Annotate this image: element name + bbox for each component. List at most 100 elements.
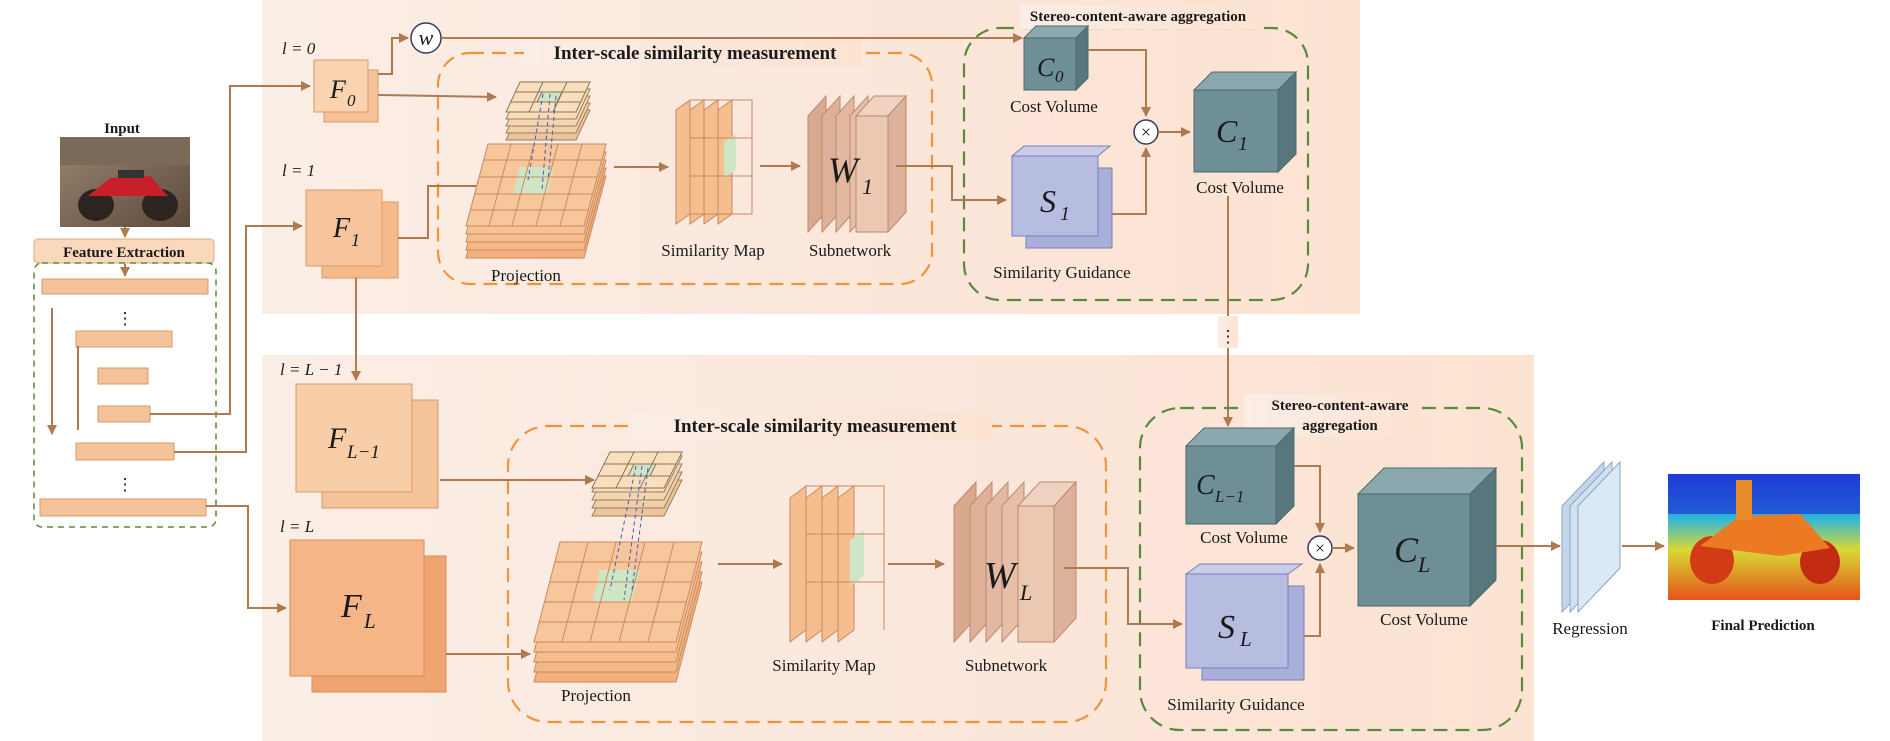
fe-layer-3 (97, 367, 149, 385)
bottom-multiply-symbol: × (1315, 538, 1325, 558)
middle-dots-bg (1218, 316, 1238, 348)
fe-layer-5 (75, 442, 175, 461)
top-aggregation-title-bg (1020, 5, 1256, 29)
top-cost-volume-C0: C 0 (1022, 24, 1090, 92)
svg-text:F: F (329, 75, 347, 104)
top-cost-volume-C0-label: Cost Volume (1010, 97, 1098, 116)
top-projection-grid (465, 93, 607, 259)
svg-text:C: C (1196, 470, 1215, 501)
feature-FL1: F L−1 (295, 383, 439, 509)
arrow-F1-to-projection (398, 181, 487, 239)
input-image (60, 137, 190, 227)
bottom-cost-volume-CL-label: Cost Volume (1380, 610, 1468, 629)
svg-text:1: 1 (351, 230, 360, 250)
bottom-aggregation-title-line2: aggregation (1302, 418, 1378, 434)
arrow-fe-to-FL (206, 505, 287, 613)
svg-text:F: F (340, 588, 363, 625)
svg-text:C: C (1394, 530, 1419, 570)
final-prediction-image (1668, 474, 1860, 600)
level-label-1: l = 1 (282, 161, 315, 180)
top-inter-scale-title-bg (524, 40, 862, 66)
svg-text:S: S (1040, 183, 1056, 219)
level-label-L1: l = L − 1 (280, 360, 342, 379)
arrow-S1-to-multiply (1112, 147, 1151, 215)
arrow-F0-to-top-grid (377, 91, 497, 102)
feature-extraction-container (33, 262, 217, 528)
bottom-subnetwork-WL: W L (953, 480, 1078, 644)
svg-text:0: 0 (347, 91, 356, 110)
arrow-C0-to-multiply (1088, 49, 1151, 117)
bottom-inter-scale-title: Inter-scale similarity measurement (674, 416, 957, 437)
fe-dots-2: ⋮ (117, 475, 134, 494)
level-label-L: l = L (280, 517, 314, 536)
svg-text:C: C (1216, 113, 1238, 149)
arrow-CL1-to-multiply (1294, 465, 1325, 533)
feature-F0: F 0 (313, 59, 379, 123)
bottom-similarity-map-label: Similarity Map (772, 656, 875, 675)
svg-text:F: F (327, 422, 347, 455)
middle-dots: ⋮ (1220, 327, 1237, 346)
fe-layer-1 (41, 278, 209, 295)
top-aggregation-title: Stereo-content-aware aggregation (1030, 9, 1247, 25)
arrow-fe-to-F1 (174, 221, 303, 453)
top-multiply-symbol: × (1141, 122, 1151, 142)
top-projection-label: Projection (491, 266, 561, 285)
svg-text:W: W (984, 555, 1019, 597)
top-inter-scale-box (436, 51, 934, 286)
top-cost-volume-C1-label: Cost Volume (1196, 178, 1284, 197)
svg-text:L: L (1417, 552, 1430, 577)
bottom-cost-volume-CL1: C L−1 (1184, 426, 1296, 526)
level-label-0: l = 0 (282, 39, 316, 58)
svg-text:1: 1 (1060, 203, 1070, 225)
arrow-F0-to-w (378, 33, 409, 75)
svg-text:1: 1 (1238, 133, 1248, 155)
top-cost-volume-C1: C 1 (1192, 70, 1298, 174)
bottom-cost-volume-CL: C L (1356, 466, 1498, 608)
fe-layer-4 (97, 405, 151, 423)
bottom-small-grid (591, 451, 683, 517)
fe-dots-1: ⋮ (117, 309, 134, 328)
svg-text:S: S (1218, 609, 1235, 646)
feature-FL: F L (289, 539, 447, 693)
svg-text:W: W (828, 150, 861, 190)
bottom-similarity-guidance-SL: S L (1184, 563, 1305, 681)
top-subnetwork-W1: W 1 (807, 94, 908, 234)
bottom-projection-grid (533, 465, 703, 683)
feature-F1: F 1 (305, 189, 399, 279)
bottom-projection-label: Projection (561, 686, 631, 705)
bottom-similarity-map (789, 485, 885, 643)
svg-text:C: C (1037, 53, 1055, 82)
fe-layer-2 (75, 330, 173, 348)
svg-text:1: 1 (862, 174, 873, 199)
arrow-subnet-to-S1 (896, 165, 1007, 205)
regression-block (1561, 460, 1621, 614)
bottom-cost-volume-CL1-label: Cost Volume (1200, 528, 1288, 547)
svg-text:L−1: L−1 (346, 442, 380, 463)
bottom-inter-scale-title-bg (632, 412, 992, 440)
top-similarity-guidance-S1: S 1 (1010, 145, 1113, 249)
w-node-label: w (419, 25, 434, 50)
regression-label: Regression (1552, 619, 1628, 638)
arrow-SL-to-multiply (1304, 563, 1325, 637)
bottom-subnetwork-label: Subnetwork (965, 656, 1048, 675)
input-label: Input (104, 121, 140, 137)
svg-text:L−1: L−1 (1214, 487, 1244, 506)
arrow-subnetL-to-SL (1064, 567, 1183, 629)
svg-text:F: F (332, 213, 351, 244)
top-similarity-map-label: Similarity Map (661, 241, 764, 260)
top-small-grid (505, 81, 591, 141)
final-prediction-label: Final Prediction (1711, 618, 1815, 634)
bottom-aggregation-title-line1: Stereo-content-aware (1272, 398, 1409, 414)
top-inter-scale-title: Inter-scale similarity measurement (554, 43, 837, 64)
svg-text:L: L (1019, 580, 1032, 605)
bottom-aggregation-box (1138, 406, 1524, 732)
svg-text:L: L (1239, 627, 1252, 651)
svg-text:L: L (363, 609, 376, 633)
top-similarity-map (675, 99, 753, 225)
feature-extraction-label: Feature Extraction (63, 245, 185, 261)
fe-layer-6 (39, 498, 207, 517)
svg-text:0: 0 (1055, 67, 1064, 86)
bottom-inter-scale-box (506, 424, 1108, 724)
bottom-similarity-guidance-label: Similarity Guidance (1167, 695, 1304, 714)
